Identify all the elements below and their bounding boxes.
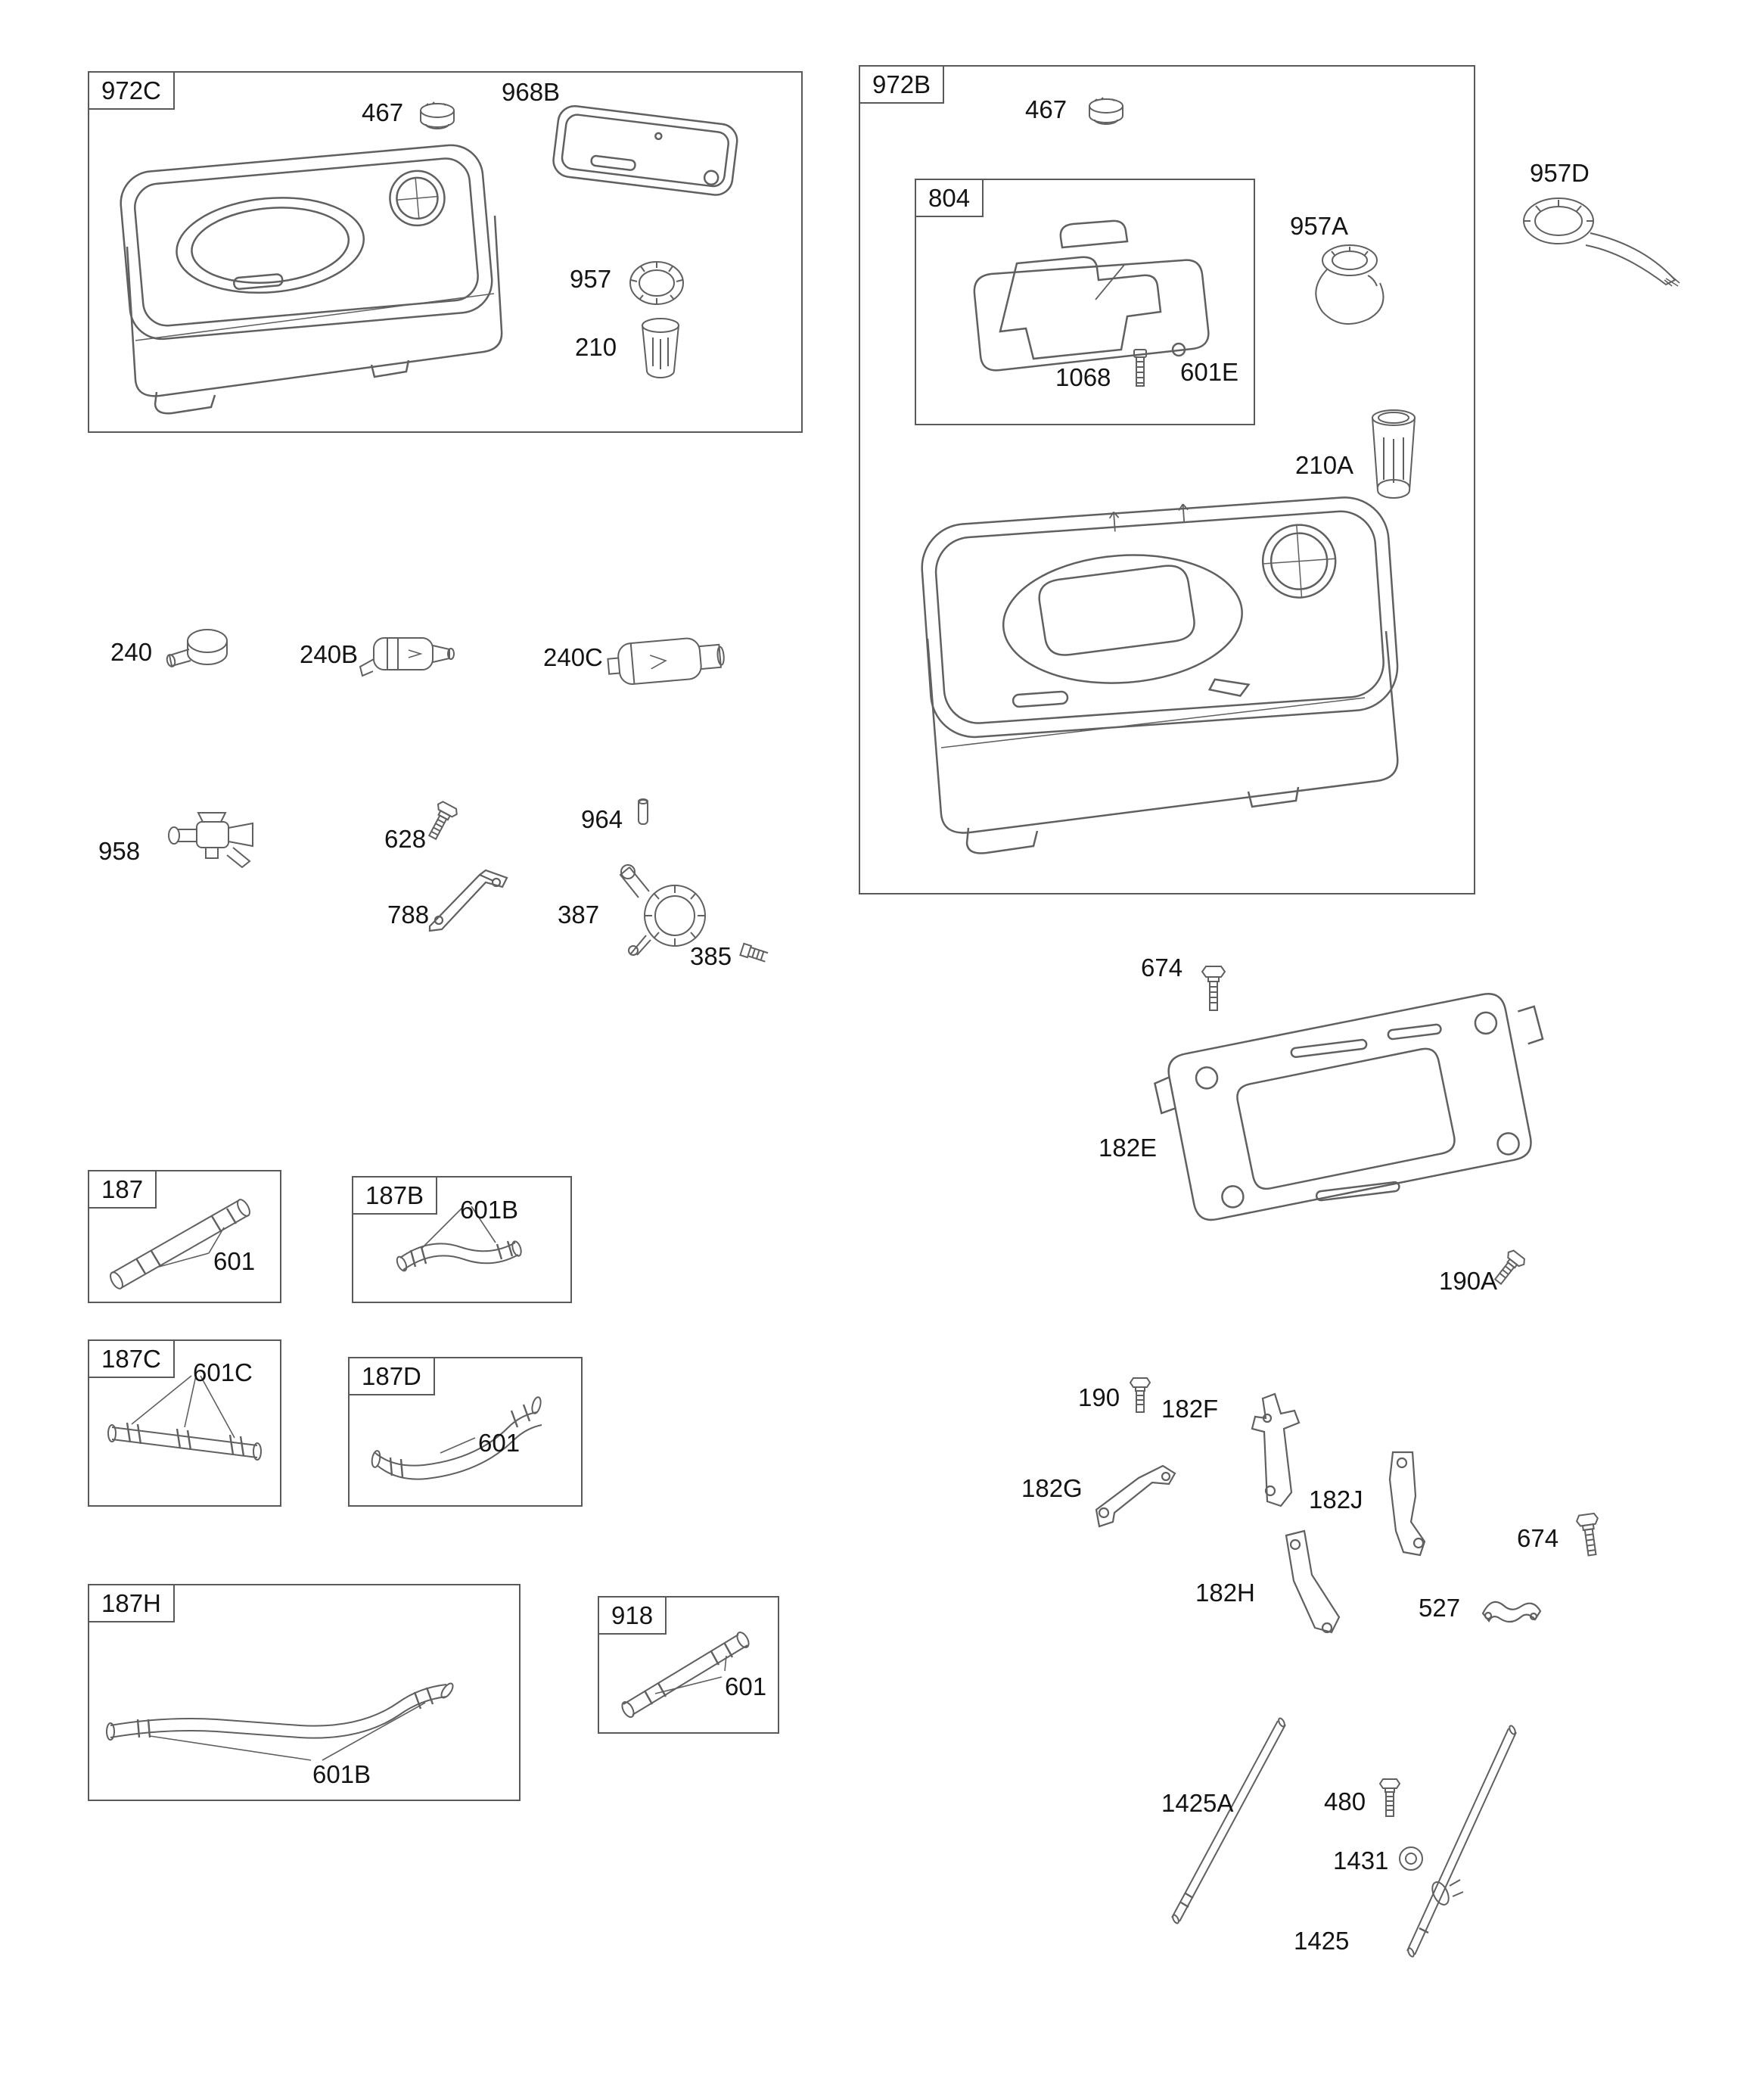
hose-187B-drawing [396, 1206, 522, 1272]
part-label-601B-187H: 601B [312, 1760, 371, 1788]
clamp-527-drawing [1481, 1601, 1542, 1623]
part-label-467a: 467 [362, 98, 404, 126]
group-box-972B: 972B [859, 65, 1475, 894]
bracket-182G-drawing [1095, 1464, 1176, 1528]
part-label-182H: 182H [1195, 1579, 1255, 1607]
fuel-valve-958-drawing [168, 812, 253, 869]
tank-top-804-drawing [973, 219, 1210, 372]
group-box-187H: 187H [88, 1584, 521, 1801]
fuel-cap-467-drawing [420, 101, 455, 129]
fuel-cap-467b-drawing [1089, 97, 1123, 125]
bolt-190-drawing [1129, 1377, 1151, 1413]
part-label-601C-187C: 601C [193, 1358, 253, 1386]
screw-1068-drawing [1133, 349, 1147, 387]
part-label-182E: 182E [1099, 1134, 1158, 1162]
bolt-480-drawing [1378, 1778, 1401, 1817]
group-box-187: 187 [88, 1170, 281, 1303]
hose-187D-drawing [371, 1396, 542, 1480]
part-label-190A: 190A [1439, 1267, 1498, 1295]
hose-918-drawing [621, 1632, 750, 1718]
fuel-filter-cup-210-drawing [642, 318, 679, 378]
fuel-cap-strap-957D-drawing [1523, 198, 1680, 287]
fuel-cap-957-drawing [629, 261, 684, 305]
part-label-601B-187B: 601B [460, 1196, 519, 1224]
washer-1431-drawing [1399, 1846, 1423, 1871]
part-label-601-918: 601 [725, 1672, 767, 1700]
part-label-601-187: 601 [213, 1247, 256, 1275]
part-label-240B: 240B [300, 640, 359, 668]
tank-cover-968B-drawing [552, 104, 738, 196]
hose-187C-drawing [107, 1375, 262, 1461]
part-label-601-187D: 601 [478, 1429, 521, 1457]
part-label-957: 957 [570, 265, 612, 293]
group-label-918: 918 [598, 1596, 667, 1635]
part-label-240C: 240C [543, 643, 603, 671]
fuel-cap-tether-957A-drawing [1315, 244, 1385, 325]
fuel-tank-972C-drawing [120, 144, 503, 415]
part-label-788: 788 [387, 901, 430, 929]
bolt-628-drawing [427, 801, 458, 841]
part-label-1431: 1431 [1333, 1846, 1389, 1874]
bracket-182F-drawing [1251, 1392, 1301, 1507]
part-label-958: 958 [98, 837, 141, 865]
group-box-187B: 187B [352, 1176, 572, 1303]
part-label-968B: 968B [502, 78, 561, 106]
group-label-187H: 187H [88, 1584, 175, 1622]
bolt-674b-drawing [1575, 1512, 1599, 1557]
part-label-467b: 467 [1025, 95, 1068, 123]
screw-385-drawing [739, 942, 769, 963]
part-label-190: 190 [1078, 1383, 1120, 1411]
group-label-972B: 972B [859, 65, 945, 104]
pin-964-drawing [638, 798, 648, 825]
part-label-957D: 957D [1530, 159, 1590, 187]
fuel-tank-972B-drawing [921, 496, 1399, 854]
bracket-182J-drawing [1388, 1451, 1426, 1557]
part-label-601E: 601E [1180, 358, 1239, 386]
group-label-187D: 187D [348, 1357, 435, 1395]
part-label-182G: 182G [1021, 1474, 1083, 1502]
part-label-1068: 1068 [1055, 363, 1111, 391]
group-label-187: 187 [88, 1170, 157, 1209]
part-label-527: 527 [1419, 1594, 1461, 1622]
group-label-187C: 187C [88, 1339, 175, 1378]
bolt-190A-drawing [1493, 1249, 1525, 1286]
part-label-210: 210 [575, 333, 617, 361]
group-label-187B: 187B [352, 1176, 438, 1215]
hose-187-drawing [110, 1199, 250, 1290]
fuel-filter-240C-drawing [607, 637, 725, 685]
part-label-964: 964 [581, 805, 623, 833]
group-box-187C: 187C [88, 1339, 281, 1507]
group-label-804: 804 [915, 179, 984, 217]
bolt-674a-drawing [1201, 966, 1226, 1011]
group-box-187D: 187D [348, 1357, 583, 1507]
part-label-240: 240 [110, 638, 153, 666]
bracket-788-drawing [428, 869, 508, 932]
group-box-918: 918 [598, 1596, 779, 1734]
fuel-filter-cup-210A-drawing [1372, 409, 1416, 499]
part-label-1425A: 1425A [1161, 1789, 1234, 1817]
part-label-182F: 182F [1161, 1395, 1219, 1423]
bracket-182H-drawing [1285, 1529, 1341, 1634]
part-label-957A: 957A [1290, 212, 1349, 240]
tube-1425-drawing [1406, 1725, 1517, 1958]
part-label-628: 628 [384, 825, 427, 853]
group-label-972C: 972C [88, 71, 175, 110]
part-label-385: 385 [690, 942, 732, 970]
group-box-804: 804 [915, 179, 1255, 425]
tube-1425A-drawing [1171, 1717, 1286, 1924]
fuel-pump-387-drawing [619, 864, 706, 956]
part-label-182J: 182J [1309, 1486, 1363, 1514]
part-label-480: 480 [1324, 1787, 1366, 1815]
fuel-filter-240B-drawing [359, 637, 455, 677]
mounting-plate-182E-drawing [1153, 993, 1544, 1221]
part-label-674a: 674 [1141, 954, 1183, 982]
hose-187H-drawing [106, 1682, 454, 1761]
elbow-fitting-240-drawing [166, 629, 228, 667]
part-label-674b: 674 [1517, 1524, 1559, 1552]
part-label-210A: 210A [1295, 451, 1354, 479]
group-box-972C: 972C [88, 71, 803, 433]
part-label-1425: 1425 [1294, 1927, 1350, 1955]
part-label-387: 387 [558, 901, 600, 929]
